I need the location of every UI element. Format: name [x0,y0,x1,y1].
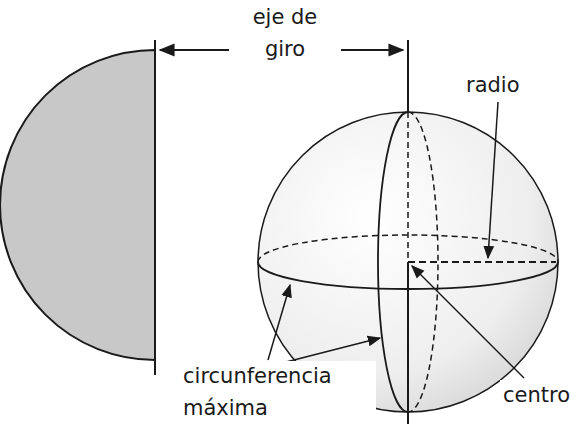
leader-line [286,338,380,362]
leader-line [412,266,524,378]
half-disc [0,50,155,360]
radius-label: radio [466,70,556,102]
axis-hidden [407,112,409,262]
leader-line [268,285,290,360]
axis-line [407,412,409,424]
center-label: centro [500,380,573,412]
radius-line [408,261,556,263]
axis-label: eje de giro [229,2,341,65]
leader-line [488,102,498,258]
axis-line [407,262,409,412]
meridian-front [378,112,408,412]
axis-line [154,40,156,375]
great-circle-label: circunferencia máxima [180,361,376,424]
axis-line [407,40,409,112]
